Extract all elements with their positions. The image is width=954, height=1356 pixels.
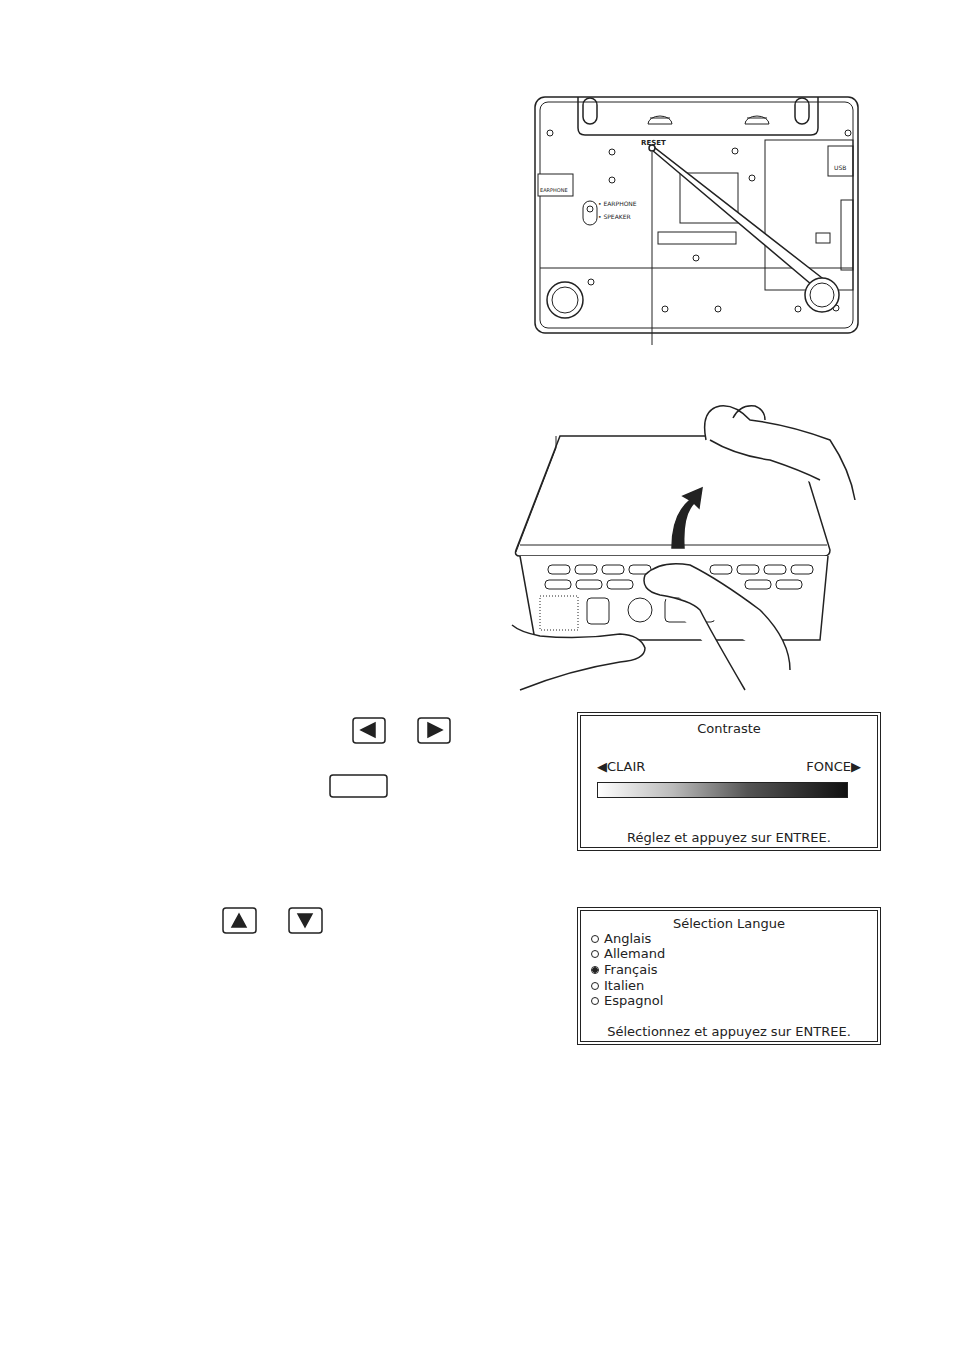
switch-label: • SPEAKER (598, 213, 631, 220)
option-label: Allemand (604, 946, 665, 961)
radio-button (591, 997, 599, 1005)
radio-button (591, 982, 599, 990)
option-label: Anglais (604, 931, 651, 946)
port-label: USB (834, 164, 846, 171)
option-label: Italien (604, 978, 644, 993)
contrast-screen: Contraste ◀CLAIR FONCE▶ Réglez et appuyez s… (580, 715, 878, 848)
switch-label: • EARPHONE (598, 200, 637, 207)
scale-label: ◀CLAIR (597, 759, 645, 774)
part-label: RESET (641, 139, 666, 147)
screen-title: Contraste (581, 721, 877, 736)
option-label: Espagnol (604, 993, 663, 1008)
radio-button (591, 966, 599, 974)
contrast-bar (597, 782, 848, 798)
scale-label: FONCE▶ (806, 759, 861, 774)
language-screen: Sélection LangueAnglaisAllemandFrançaisI… (580, 910, 878, 1042)
radio-button (591, 950, 599, 958)
screen-hint: Réglez et appuyez sur ENTREE. (581, 830, 877, 845)
option-label: Français (604, 962, 658, 977)
jack-label: EARPHONE (540, 187, 568, 193)
screen-hint: Sélectionnez et appuyez sur ENTREE. (581, 1024, 877, 1039)
screen-title: Sélection Langue (581, 916, 877, 931)
radio-button (591, 935, 599, 943)
